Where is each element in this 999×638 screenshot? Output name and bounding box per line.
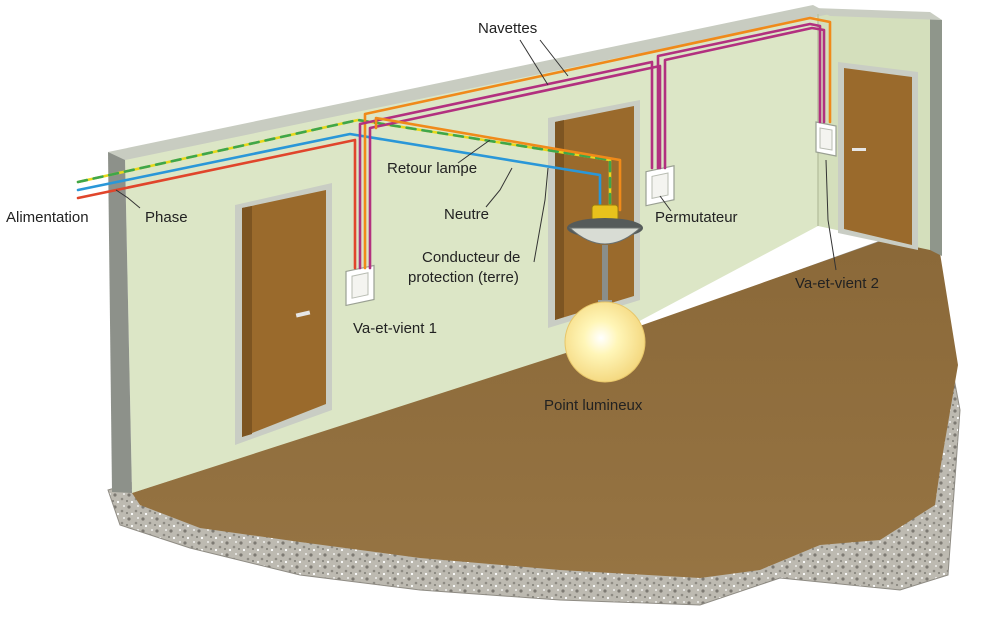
- label-point-lumineux: Point lumineux: [544, 397, 643, 414]
- wall-top-edge: [108, 5, 830, 160]
- floor: [132, 222, 958, 578]
- label-va-et-vient-1: Va-et-vient 1: [353, 320, 437, 337]
- door-1: [235, 183, 332, 445]
- wire-navette-5: [656, 22, 822, 170]
- side-wall-edge: [930, 16, 942, 256]
- label-phase: Phase: [145, 209, 188, 226]
- switch-va-et-vient-1: [345, 264, 375, 307]
- side-wall-top: [813, 8, 942, 20]
- switch-permutateur: [645, 165, 675, 207]
- wire-retour-lampe: [374, 116, 622, 212]
- wire-navette-3: [368, 64, 662, 270]
- label-neutre: Neutre: [444, 206, 489, 223]
- label-conducteur-line2: protection (terre): [408, 269, 519, 286]
- wall-left-edge: [108, 152, 132, 493]
- label-permutateur: Permutateur: [655, 209, 738, 226]
- label-conducteur-line1: Conducteur de: [422, 249, 520, 266]
- label-retour-lampe: Retour lampe: [387, 160, 477, 177]
- light-bulb: [564, 301, 646, 383]
- wire-neutre: [76, 132, 602, 212]
- switch-va-et-vient-2: [815, 121, 837, 157]
- wire-navette-4: [663, 26, 826, 170]
- label-navettes: Navettes: [478, 20, 537, 37]
- wire-terre-green: [76, 118, 612, 212]
- wire-navette-1: [363, 16, 832, 270]
- door-3: [838, 62, 918, 250]
- wire-navette-2: [358, 60, 654, 270]
- wire-phase: [76, 138, 357, 270]
- label-va-et-vient-2: Va-et-vient 2: [795, 275, 879, 292]
- label-alimentation: Alimentation: [6, 209, 89, 226]
